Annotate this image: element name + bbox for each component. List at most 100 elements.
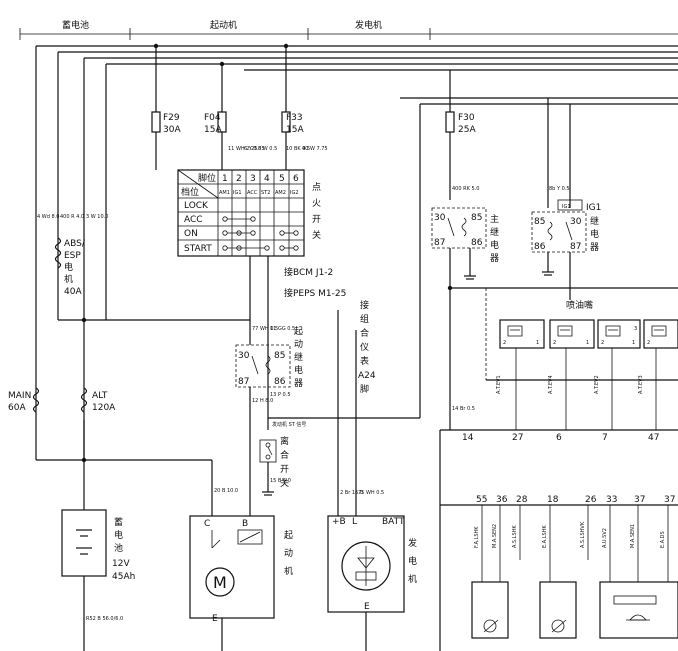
- start-relay: 30 85 87 86: [235, 344, 291, 388]
- abs-esp-label-3: 电: [64, 261, 73, 273]
- wire-pin3: 8 W 0.5: [258, 146, 277, 152]
- ecu-bottom-pin-33: 33: [606, 495, 617, 505]
- wire-start-coil-out: 13 P 0.5: [270, 392, 291, 398]
- pin-name-ig1: IG1: [233, 190, 242, 196]
- ecu-pin-7: 7: [602, 433, 608, 443]
- starter-term-c: C: [204, 519, 210, 529]
- ecu-bottom-signal-5: A.S.LSHVK: [580, 521, 586, 548]
- ig1-relay-pin-30: 30: [570, 217, 582, 227]
- clutch-switch-icon: [259, 439, 277, 463]
- wire-alt: 2 Br 16.0: [340, 490, 363, 496]
- main-relay-title-3: 电: [490, 239, 499, 251]
- alt-fuse-rating: 120A: [92, 403, 116, 413]
- pin-name-st2: ST2: [261, 190, 270, 196]
- main-relay-title-4: 器: [490, 253, 499, 264]
- peps-label: 接PEPS M1-25: [284, 287, 346, 299]
- main-relay-pin-86: 86: [471, 238, 483, 248]
- starter-motor-icon: C B M E: [189, 515, 275, 624]
- fuse-f30: [445, 111, 455, 133]
- fuse-f04-rating: 15A: [204, 125, 222, 135]
- switch-col-header: 脚位: [198, 172, 216, 184]
- wire-ig1-relay: 8b Y 0.5: [549, 186, 570, 192]
- position-start: START: [184, 244, 212, 254]
- battery-spec-capacity: 45Ah: [112, 572, 135, 582]
- fuse-f30-name: F30: [458, 113, 475, 123]
- inj3-pin-a: 2: [601, 340, 604, 346]
- switch-title-4: 关: [312, 229, 321, 241]
- clutch-title-1: 离: [280, 435, 289, 447]
- fuse-f29-name: F29: [163, 113, 180, 123]
- start-relay-pin-87: 87: [238, 377, 249, 387]
- inj3-pin-b: 1: [632, 340, 635, 346]
- main-relay-title-1: 主: [490, 213, 499, 225]
- wire-pin1: 11 WH 2.25: [228, 146, 257, 152]
- start-relay-title-4: 电: [294, 364, 303, 376]
- position-acc: ACC: [184, 215, 203, 225]
- alt-fuse-label: ALT: [92, 391, 108, 401]
- ecu-bottom-pin-37b: 37: [664, 495, 675, 505]
- main-fuse-icon: [32, 387, 40, 413]
- ignition-switch-table: 脚位 档位 1 2 3 4 5 6 AM1 IG1 ACC ST2 AM2 IG…: [177, 169, 305, 257]
- start-relay-pin-86: 86: [274, 377, 286, 387]
- battery-title-3: 池: [114, 542, 123, 554]
- starter-m-symbol: M: [213, 573, 227, 592]
- ecu-bottom-pin-36: 36: [496, 495, 508, 505]
- alt-batt: BATT: [382, 517, 405, 527]
- ecu-bottom-signal-7: M.A.SEN1: [630, 524, 636, 548]
- ig1-relay-title-1: IG1: [586, 203, 601, 213]
- fuse-f33-name: F33: [286, 113, 303, 123]
- ig1-relay-pin-87: 87: [570, 242, 581, 252]
- inj1-pin-a: 2: [503, 340, 506, 346]
- battery-spec-voltage: 12V: [112, 559, 130, 569]
- injector-3: [597, 319, 641, 349]
- main-fuse-label: MAIN: [8, 391, 31, 401]
- pin-name-am2: AM2: [275, 190, 286, 196]
- start-relay-pin-30: 30: [238, 351, 250, 361]
- ecu-pin-6: 6: [556, 433, 562, 443]
- ecu-bottom-pin-18: 18: [547, 495, 559, 505]
- alternator-icon: +B L BATT E: [327, 515, 405, 613]
- header-starter-label: 起动机: [210, 19, 237, 31]
- wire-pin6: 40 W 7.75: [302, 146, 328, 152]
- inj4-pin-a: 2: [647, 340, 650, 346]
- wire-code-f29: 4 Wd 8.0: [37, 214, 59, 220]
- wire-clutch-out: 15 B 5.0: [270, 478, 291, 484]
- abs-rating: 40A: [64, 287, 82, 297]
- battery-title-2: 电: [114, 529, 123, 541]
- ecu-bottom-signal-2: M.A.SEN2: [492, 524, 498, 548]
- start-relay-title-3: 继: [294, 351, 303, 363]
- abs-esp-label-4: 机: [64, 273, 73, 285]
- wire-code-f04: 3 W 10.0: [86, 214, 108, 220]
- start-relay-title-1: 起: [294, 326, 303, 337]
- ecu-bottom-signal-6: A.U.SV2: [602, 528, 608, 548]
- alt-fuse-icon: [80, 387, 88, 413]
- header-battery-label: 蓄电池: [62, 19, 89, 31]
- ecu-bottom-pin-55: 55: [476, 495, 487, 505]
- fuse-f29-rating: 30A: [163, 125, 181, 135]
- ig1-relay-title-2: 继: [590, 215, 599, 227]
- starter-title-1: 起: [284, 530, 293, 541]
- position-on: ON: [184, 229, 198, 239]
- cluster-label-5: 表: [360, 355, 369, 367]
- ig1-relay-pin-86: 86: [534, 242, 546, 252]
- wire-main-relay: 400 RK 5.0: [452, 186, 479, 192]
- sensor-2: [539, 581, 577, 639]
- pin-number-5: 5: [279, 174, 285, 184]
- wire-start-relay-coil: 11 GG 0.5: [270, 326, 295, 332]
- ecu-bottom-signal-3: A.S.LSHK: [512, 525, 518, 548]
- pin-name-am1: AM1: [219, 190, 230, 196]
- inj4-pin-c: 3: [634, 326, 637, 332]
- ecu-bottom-pin-37a: 37: [634, 495, 645, 505]
- ecu-bottom-pin-26: 26: [585, 495, 597, 505]
- ecu-bottom-signal-8: E.A.DS: [660, 531, 666, 548]
- cluster-label-2: 组: [360, 313, 369, 325]
- alt-b-plus: +B: [332, 517, 346, 527]
- start-enable-label: 发动机 ST 信号: [272, 421, 306, 428]
- ecu-pin-14: 14: [462, 433, 474, 443]
- ecu-signal-ev4: A.T.EV4: [548, 375, 554, 394]
- injector-group: 2 1 2 1 2 1 2 3: [499, 319, 678, 349]
- pin-number-3: 3: [250, 174, 256, 184]
- fuse-f04-name: F04: [204, 113, 221, 123]
- inj2-pin-a: 2: [553, 340, 556, 346]
- inj2-pin-b: 1: [586, 340, 589, 346]
